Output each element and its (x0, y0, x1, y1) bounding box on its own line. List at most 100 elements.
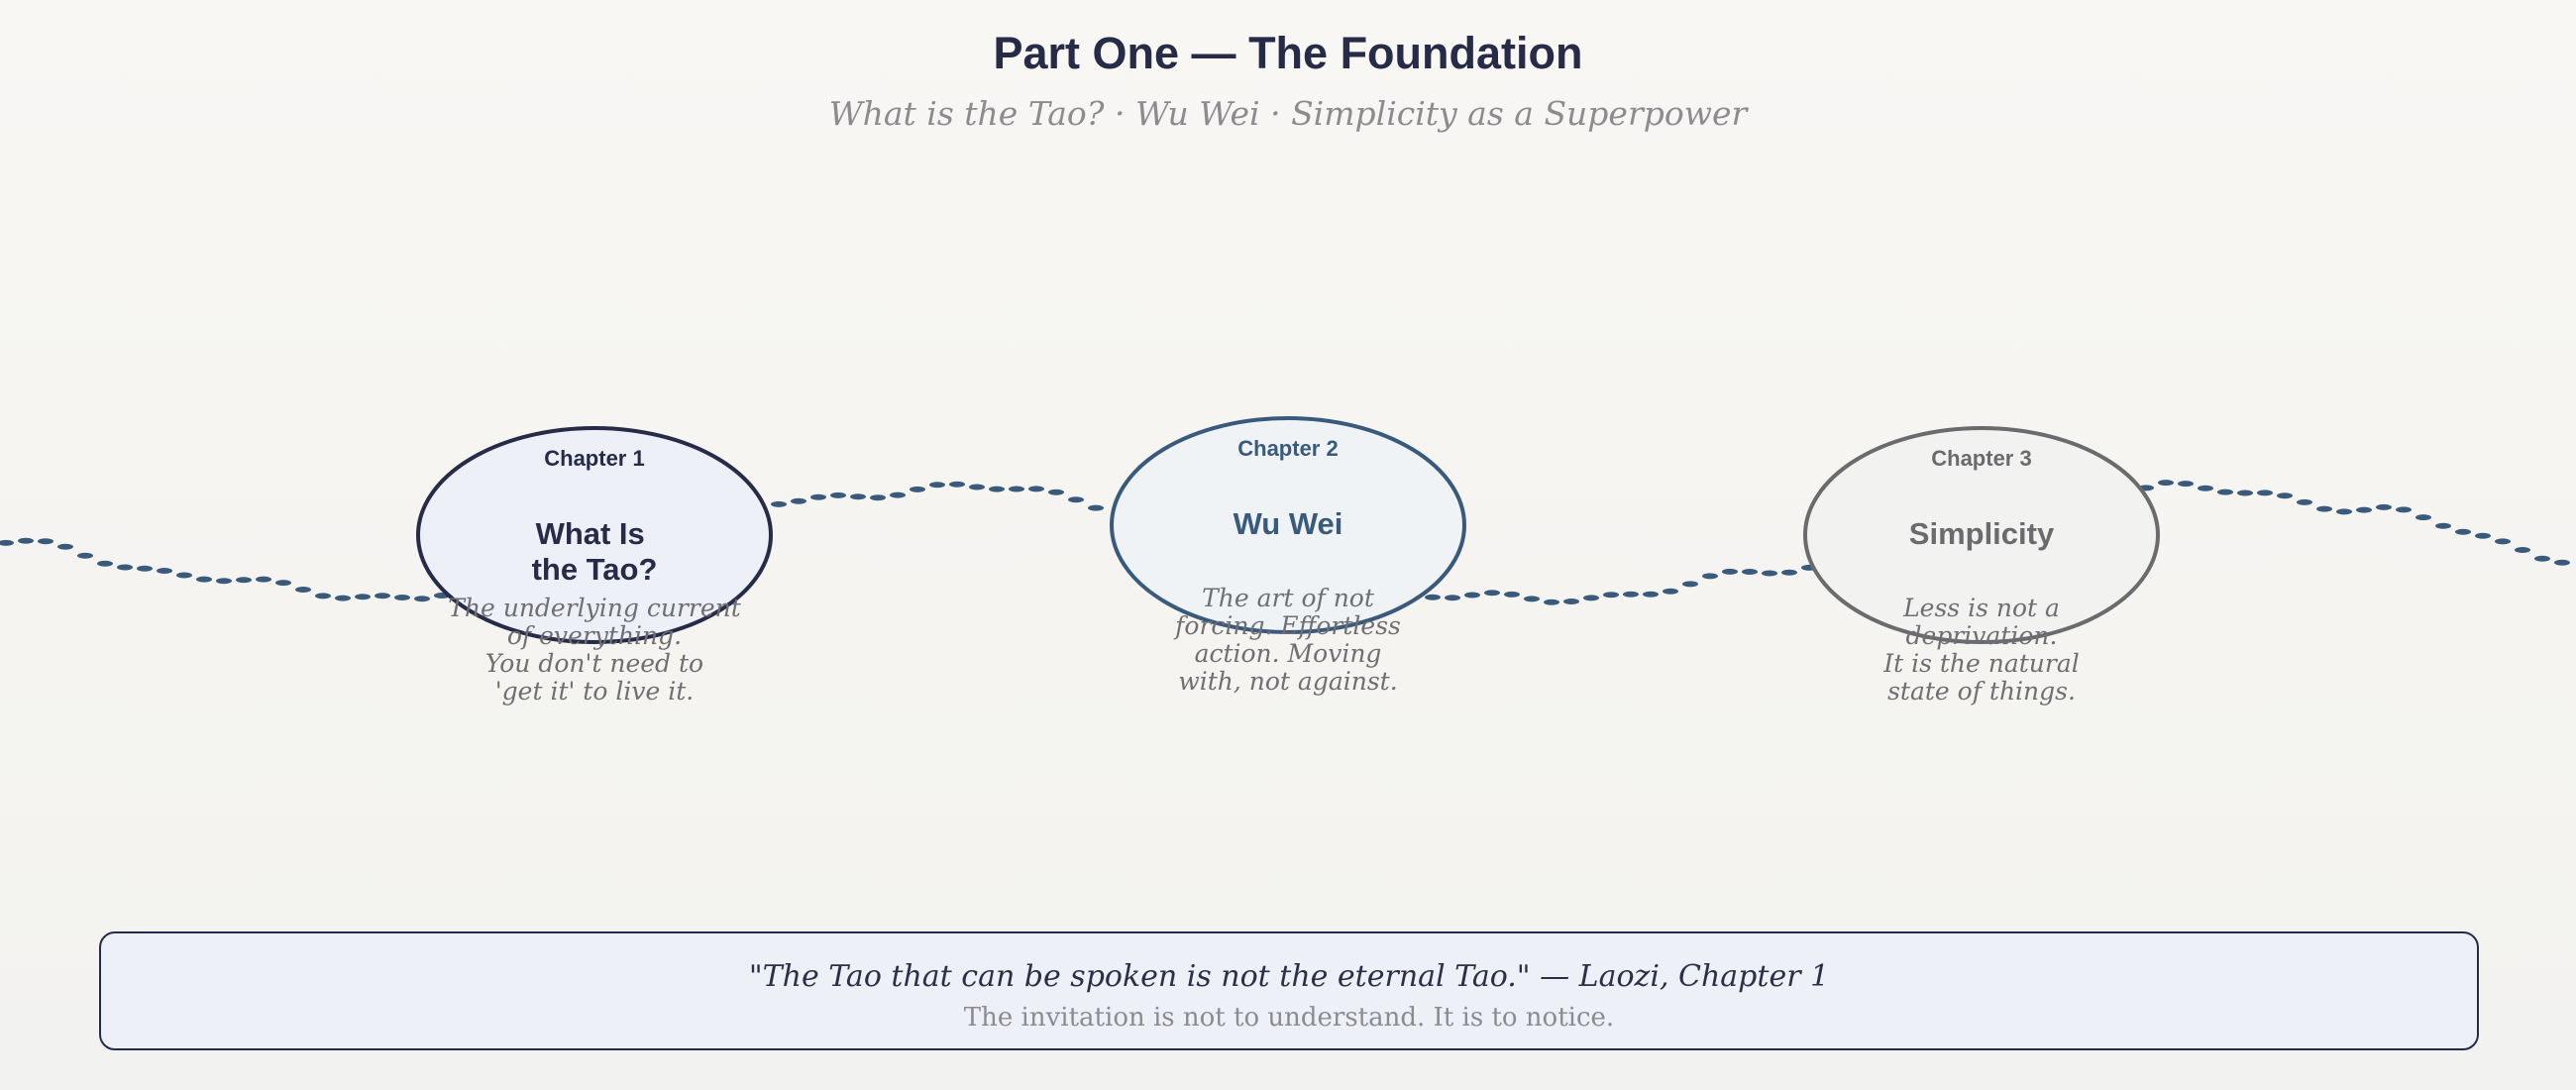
path-dot (1603, 592, 1619, 599)
chapter-node-3-description-line: It is the natural (1883, 649, 2080, 678)
path-dot (335, 595, 351, 601)
chapter-node-2[interactable]: Chapter 2 Wu Wei (1110, 416, 1466, 634)
path-dot (1464, 592, 1480, 599)
chapter-node-2-title: Wu Wei (1234, 506, 1343, 541)
chapter-node-1-title: What Is the Tao? (532, 516, 658, 587)
path-dot (969, 484, 985, 490)
path-dot (77, 552, 93, 559)
path-dot (2316, 505, 2332, 512)
path-dot (2257, 490, 2273, 496)
path-dot (1742, 569, 1758, 575)
path-dot (1682, 581, 1698, 588)
path-dot (315, 593, 331, 600)
path-dot (2158, 480, 2174, 487)
path-dot (1484, 590, 1500, 597)
chapter-node-3-title: Simplicity (1909, 516, 2055, 551)
chapter-node-1-description: The underlying current of everything. Yo… (436, 595, 753, 706)
chapter-node-1-ellipse (416, 426, 773, 644)
chapter-node-1-label: Chapter 1 (544, 446, 644, 471)
chapter-node-3[interactable]: Chapter 3 Simplicity (1803, 426, 2160, 644)
path-dot (1068, 496, 1084, 503)
chapter-node-2-description-line: with, not against. (1178, 667, 1398, 696)
chapter-node-3-description-line: state of things. (1887, 677, 2076, 706)
path-dot (2396, 506, 2412, 513)
chapter-node-3-label: Chapter 3 (1931, 446, 2031, 471)
path-dot (275, 580, 291, 587)
page-subtitle: What is the Tao? · Wu Wei · Simplicity a… (828, 94, 1748, 133)
path-dot (910, 486, 925, 492)
path-dot (2356, 506, 2372, 513)
path-dot (1623, 591, 1639, 598)
chapter-node-3-description: Less is not a deprivation. It is the nat… (1823, 595, 2140, 706)
chapter-node-1-description-line: 'get it' to live it. (494, 677, 695, 706)
chapter-node-1[interactable]: Chapter 1 What Is the Tao? (416, 426, 773, 644)
page-title: Part One — The Foundation (993, 28, 1583, 78)
path-dot (1524, 596, 1540, 602)
path-dot (38, 538, 54, 545)
path-dot (1048, 489, 1064, 495)
quote-box: "The Tao that can be spoken is not the e… (99, 931, 2479, 1050)
path-dot (2376, 503, 2392, 510)
path-dot (57, 543, 73, 550)
path-dot (850, 493, 866, 500)
path-dot (2415, 514, 2431, 521)
path-dot (890, 491, 906, 498)
path-dot (2237, 490, 2253, 496)
path-dot (989, 486, 1005, 492)
path-dot (1781, 569, 1797, 576)
path-dot (2336, 508, 2352, 515)
path-dot (176, 572, 192, 579)
path-dot (414, 596, 430, 602)
path-dot (1762, 570, 1777, 577)
path-dot (2534, 555, 2550, 562)
path-dot (216, 578, 232, 585)
path-dot (2277, 492, 2293, 499)
path-dot (1445, 595, 1460, 601)
chapter-node-2-label: Chapter 2 (1237, 436, 1338, 461)
path-dot (1009, 486, 1024, 492)
path-dot (1643, 591, 1659, 598)
path-dot (1722, 568, 1738, 575)
chapter-node-2-description-line: forcing. Effortless (1175, 611, 1401, 640)
path-dot (375, 593, 390, 600)
path-dot (1663, 588, 1678, 595)
chapter-node-3-description-line: deprivation. (1905, 621, 2058, 650)
path-dot (870, 494, 886, 501)
path-dot (394, 595, 410, 600)
path-dot (0, 539, 14, 546)
chapter-node-1-title-line-2: the Tao? (532, 552, 658, 587)
path-dot (949, 481, 965, 488)
path-dot (1563, 599, 1579, 604)
path-dot (2297, 498, 2312, 505)
path-dot (791, 497, 806, 504)
path-dot (97, 560, 113, 567)
path-dot (2554, 559, 2570, 566)
chapter-node-1-title-line-1: What Is (536, 516, 645, 551)
path-dot (1702, 573, 1718, 580)
path-dot (2198, 485, 2213, 491)
chapter-node-1-description-line: You don't need to (484, 649, 704, 678)
quote-note: The invitation is not to understand. It … (963, 1003, 1615, 1033)
path-dot (2217, 489, 2233, 495)
path-dot (236, 577, 252, 584)
path-dot (929, 482, 945, 489)
path-dot (1583, 595, 1599, 601)
chapter-node-2-description: The art of not forcing. Effortless actio… (1129, 585, 1447, 696)
chapter-node-3-description-line: Less is not a (1903, 594, 2060, 622)
path-dot (157, 568, 172, 574)
chapter-node-3-ellipse (1803, 426, 2160, 644)
path-dot (2515, 547, 2530, 553)
path-dot (295, 587, 311, 593)
path-dot (355, 594, 371, 600)
path-dot (1088, 504, 1104, 511)
path-dot (18, 537, 34, 544)
path-dot (117, 564, 133, 571)
path-dot (256, 576, 271, 583)
chapter-node-2-description-line: The art of not (1202, 584, 1374, 612)
chapter-node-1-description-line: The underlying current (448, 594, 741, 622)
path-dot (1425, 594, 1441, 600)
path-dot (2495, 538, 2511, 545)
quote-text: "The Tao that can be spoken is not the e… (748, 959, 1830, 994)
path-dot (1504, 591, 1520, 598)
